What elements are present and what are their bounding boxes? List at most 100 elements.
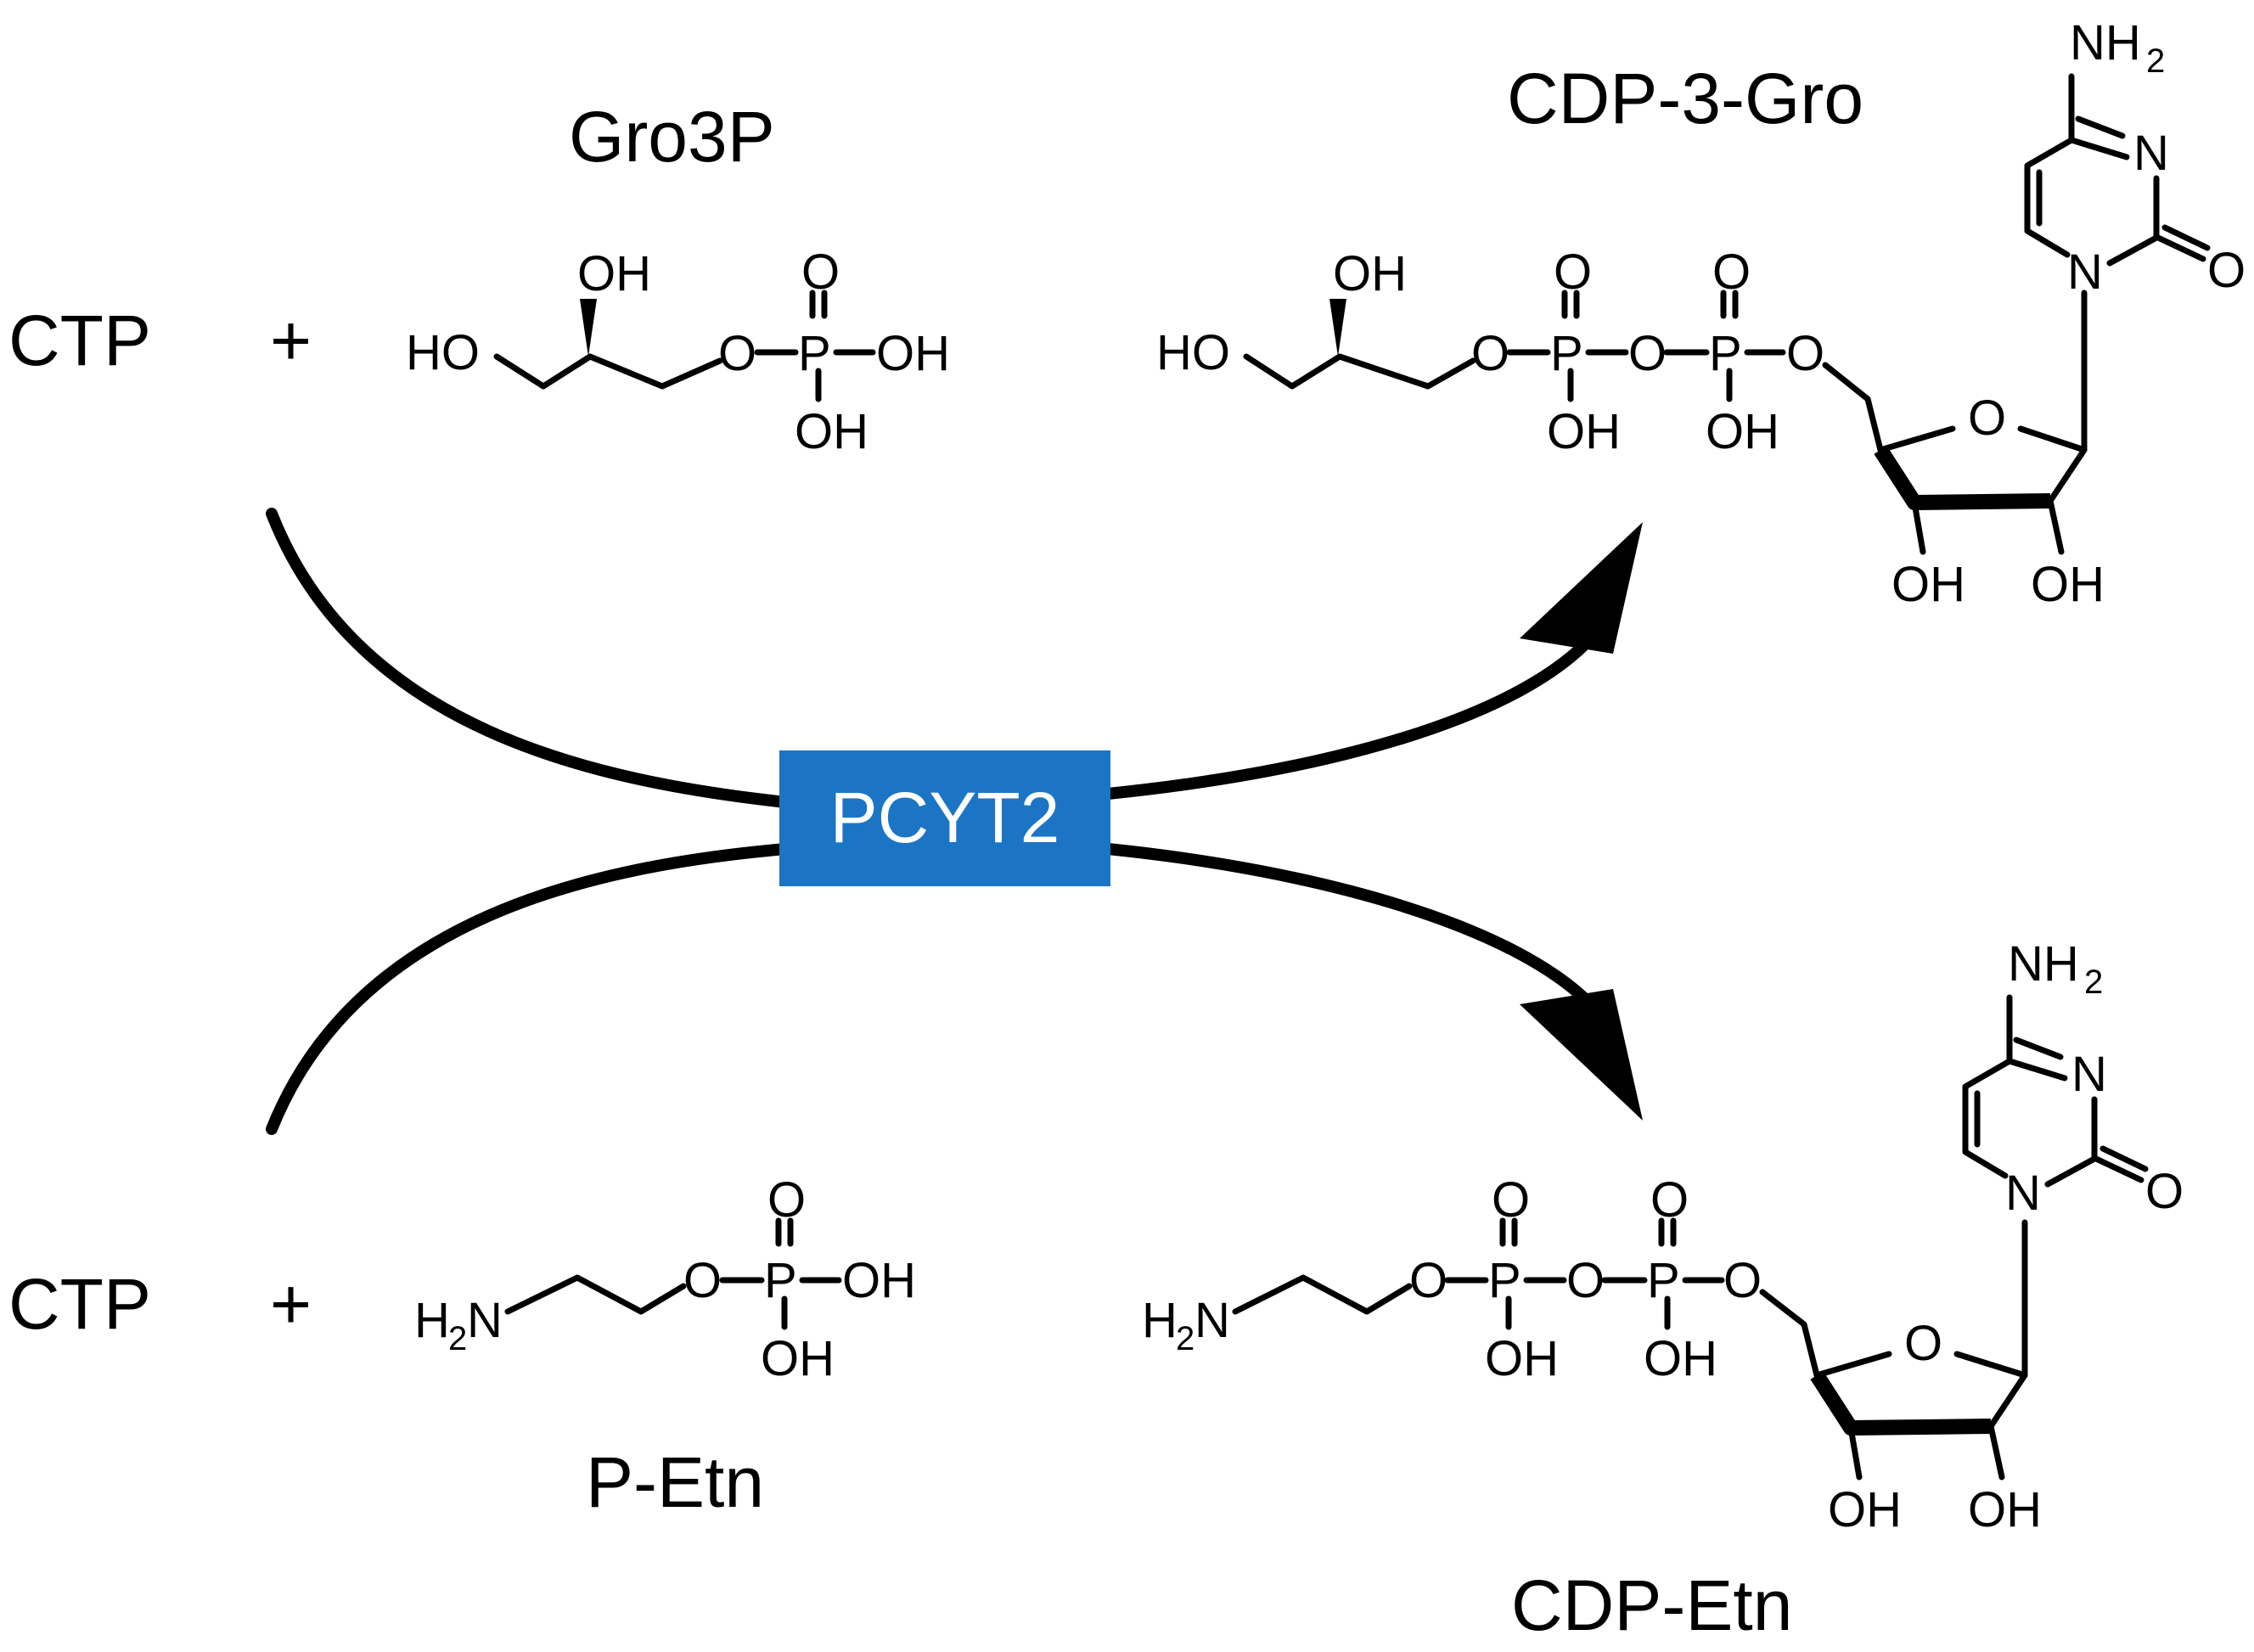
cdpetn-carbonyl-o: O — [2145, 1164, 2184, 1219]
cdpetn-carbonyl-bond — [2093, 1145, 2149, 1183]
cdpetn-p1-double-bond — [1499, 1217, 1518, 1247]
cdp3gro-ribose-oh-left: OH — [1891, 557, 1965, 612]
cdp3gro-nh2-n: NH — [2070, 15, 2141, 70]
gro3p-oh-bottom: OH — [795, 404, 868, 459]
cdp3gro-ribose-oh-bonds — [1911, 497, 2065, 555]
cdpetn-p1-double-o: O — [1492, 1172, 1530, 1228]
gro3p-structure: HO OH O P O OH OH — [406, 244, 950, 459]
top-arrowhead — [1520, 522, 1643, 654]
top-plus-sign: + — [270, 301, 312, 380]
gro3p-double-bond — [809, 289, 828, 319]
cdp3gro-p2-oh: OH — [1706, 404, 1779, 459]
bottom-reactant-ctp: CTP — [8, 1264, 151, 1344]
cdp3gro-p1-double-bond — [1561, 289, 1580, 319]
top-incoming-arc — [266, 508, 791, 808]
cdp3gro-nh2-sub: 2 — [2146, 42, 2165, 80]
cdp3gro-carbonyl-o: O — [2207, 243, 2246, 298]
cdp3gro-structure: HO OH O P O OH O P O OH O O OH OH N — [1156, 15, 2246, 612]
gro3p-oh-top: OH — [577, 246, 651, 301]
gro3p-chain-bond — [493, 353, 723, 390]
cdp3gro-p2: P — [1709, 326, 1742, 381]
gro3p-wedge-bond — [580, 299, 597, 357]
cdp3gro-ch2-bond — [1822, 362, 1884, 453]
cdp3gro-n3: N — [2133, 126, 2169, 181]
cdp3gro-label: CDP-3-Gro — [1507, 59, 1863, 138]
cdpetn-chain-bond — [1232, 1274, 1413, 1315]
petn-oh-right: OH — [842, 1253, 916, 1308]
gro3p-p-atom: P — [798, 326, 831, 381]
cdpetn-cytosine-right — [2044, 1096, 2098, 1188]
cdp3gro-oh-top: OH — [1333, 246, 1407, 301]
cdpetn-o2: O — [1566, 1253, 1605, 1308]
cdp3gro-chain-bond — [1243, 353, 1476, 390]
enzyme-box-background — [779, 750, 1110, 886]
cdp3gro-n1: N — [2067, 244, 2103, 300]
cdp3gro-p2-double-bond — [1720, 289, 1739, 319]
cdpetn-p1-oh: OH — [1485, 1331, 1559, 1386]
cdp3gro-p1: P — [1550, 326, 1583, 381]
cdpetn-h2-sub: 2 — [1176, 1320, 1194, 1357]
cdpetn-n3: N — [2071, 1047, 2107, 1102]
petn-oh-bottom: OH — [761, 1331, 835, 1386]
cdpetn-ribose-oh-left: OH — [1828, 1482, 1902, 1537]
cdpetn-p1: P — [1488, 1253, 1521, 1308]
petn-ester-o: O — [683, 1253, 722, 1308]
petn-n-atom: N — [467, 1293, 503, 1348]
gro3p-ho-atom: HO — [406, 325, 480, 380]
petn-double-o: O — [767, 1172, 806, 1228]
petn-chain-bond — [504, 1274, 687, 1315]
cdpetn-structure: H 2 N O P O OH O P O OH O O OH OH N — [1142, 936, 2184, 1537]
top-reactant-ctp: CTP — [8, 301, 151, 380]
cdpetn-cytosine-top — [2006, 1037, 2068, 1082]
enzyme-label: PCYT2 — [830, 778, 1060, 857]
enzyme-box: PCYT2 — [779, 750, 1110, 886]
cdpetn-o3: O — [1723, 1253, 1762, 1308]
gro3p-oh-right: OH — [876, 326, 950, 381]
petn-h2-sub: 2 — [448, 1320, 467, 1357]
cdp3gro-wedge-bond — [1329, 299, 1346, 357]
cdpetn-cytosine-left — [1962, 1058, 2013, 1179]
cdp3gro-cytosine-top — [2068, 115, 2130, 160]
cdpetn-p2-double-bond — [1658, 1217, 1677, 1247]
petn-h-atom: H — [414, 1293, 450, 1348]
cdp3gro-cytosine-left — [2024, 137, 2075, 258]
top-outgoing-arc — [1102, 627, 1602, 800]
cdpetn-ring-o: O — [1904, 1316, 1942, 1371]
gro3p-ester-o: O — [718, 326, 756, 381]
cdpetn-ribose-oh-right: OH — [1968, 1482, 2042, 1537]
gro3p-double-o: O — [801, 244, 840, 300]
cdp3gro-ho-atom: HO — [1156, 325, 1230, 380]
cdpetn-p2-double-o: O — [1650, 1172, 1689, 1228]
cdp3gro-p1-double-o: O — [1554, 244, 1592, 300]
cdp3gro-ribose-oh-right: OH — [2031, 557, 2105, 612]
bottom-incoming-arc — [266, 843, 791, 1135]
petn-structure: H 2 N O P O OH OH — [414, 1172, 916, 1386]
cdp3gro-o2: O — [1628, 326, 1667, 381]
petn-label: P-Etn — [586, 1442, 764, 1522]
cdp3gro-p1-oh: OH — [1547, 404, 1621, 459]
bottom-plus-sign: + — [270, 1264, 312, 1344]
cdpetn-n-atom: N — [1194, 1293, 1230, 1348]
cdp3gro-o3: O — [1786, 326, 1824, 381]
petn-p-atom: P — [764, 1253, 797, 1308]
cdp3gro-ribose-bold-bonds — [1874, 446, 2051, 510]
cdp3gro-o1: O — [1471, 326, 1509, 381]
cdpetn-ribose-oh-bonds — [1847, 1423, 2005, 1481]
cdpetn-ch2-bond — [1759, 1289, 1820, 1379]
cdp3gro-cytosine-right — [2106, 175, 2160, 267]
cdpetn-nh2-n: NH — [2008, 936, 2079, 992]
cdp3gro-carbonyl-bond — [2155, 224, 2211, 262]
cdpetn-p2: P — [1647, 1253, 1680, 1308]
cdpetn-ribose-bold-bonds — [1810, 1371, 1992, 1436]
cdpetn-n1: N — [2005, 1166, 2041, 1221]
petn-double-bond — [775, 1217, 794, 1247]
cdpetn-h-atom: H — [1142, 1293, 1178, 1348]
cdp3gro-p2-double-o: O — [1712, 244, 1751, 300]
cdpetn-p2-oh: OH — [1644, 1331, 1717, 1386]
bottom-outgoing-arc — [1102, 843, 1602, 1016]
bottom-arrowhead — [1520, 989, 1643, 1121]
cdpetn-nh2-sub: 2 — [2084, 964, 2103, 1001]
cdpetn-label: CDP-Etn — [1511, 1565, 1792, 1645]
cdp3gro-ring-o: O — [1968, 391, 2006, 446]
